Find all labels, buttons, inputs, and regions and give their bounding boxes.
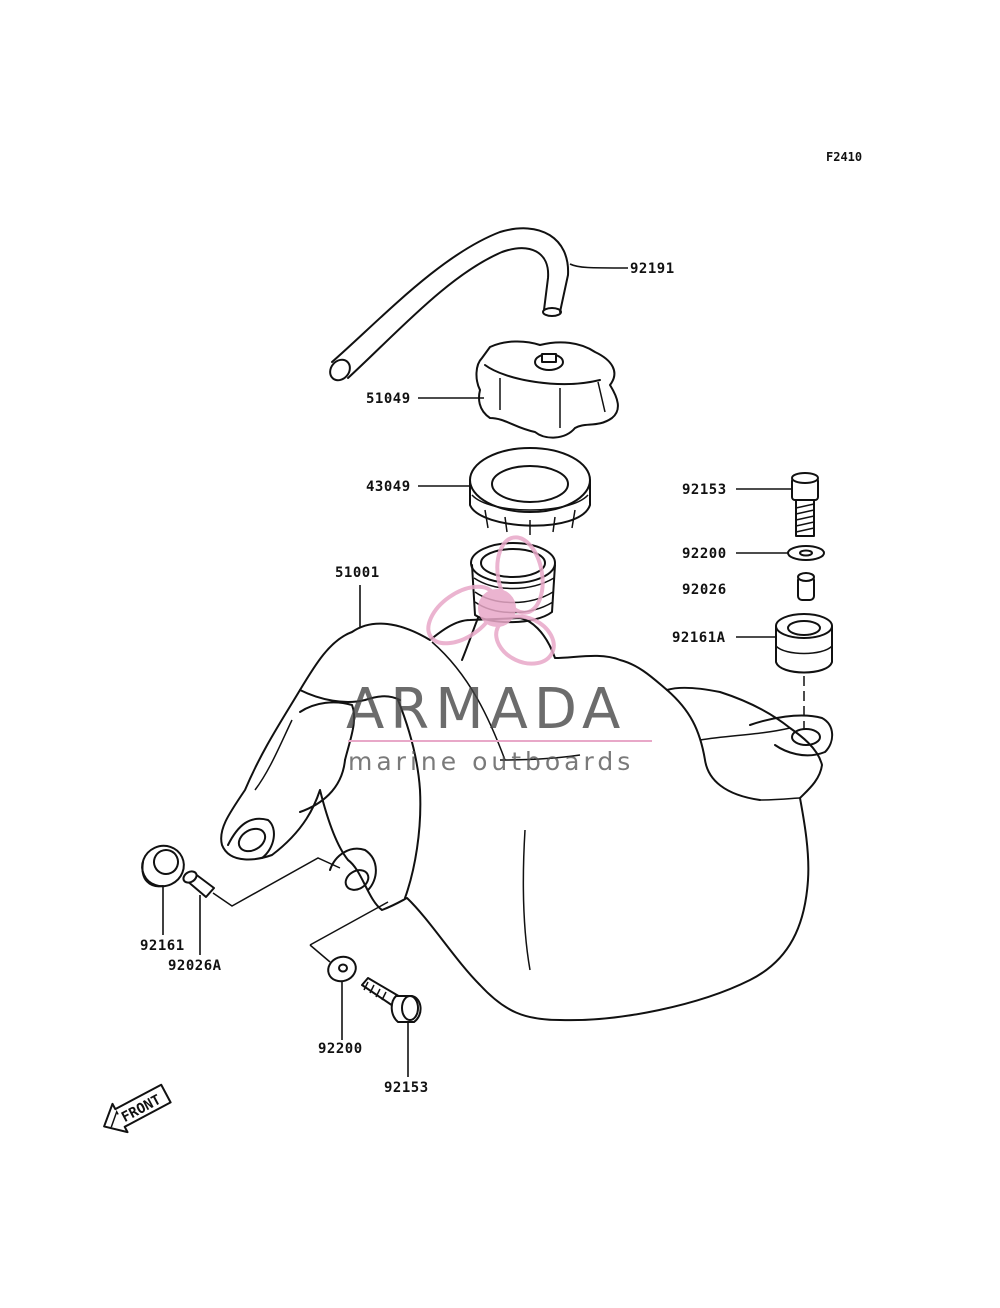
breather-hose-drawing [329, 227, 570, 382]
part-label-92161A: 92161A [672, 630, 726, 646]
left-lower-axis-2 [309, 944, 331, 963]
part-label-92153-right: 92153 [682, 482, 727, 498]
watermark-subtitle: marine outboards [348, 747, 634, 776]
cap-gasket-drawing [469, 447, 591, 535]
right-collar-drawing [797, 572, 815, 601]
fuel-cap-drawing [475, 340, 619, 439]
part-label-43049: 43049 [366, 479, 411, 495]
part-label-92191: 92191 [630, 261, 675, 277]
part-label-51049: 51049 [366, 391, 411, 407]
part-label-92200-right: 92200 [682, 546, 727, 562]
part-label-92026: 92026 [682, 582, 727, 598]
front-direction-arrow: FRONT [103, 1083, 172, 1134]
part-label-51001: 51001 [335, 565, 380, 581]
propeller-logo-icon [426, 535, 556, 666]
diagram-code: F2410 [826, 150, 862, 164]
part-label-92026A: 92026A [168, 958, 222, 974]
fuel-tank-drawing [220, 542, 834, 1022]
right-washer-drawing [787, 545, 825, 561]
left-bolt-drawing [361, 977, 422, 1023]
leader-lines [162, 263, 792, 1077]
part-label-92200-left: 92200 [318, 1041, 363, 1057]
armada-watermark: ARMADA marine outboards [346, 535, 652, 776]
left-washer-drawing [327, 955, 357, 983]
part-label-92153-left: 92153 [384, 1080, 429, 1096]
right-damper-drawing [775, 613, 833, 674]
left-collar-drawing [182, 870, 215, 898]
watermark-title: ARMADA [346, 677, 626, 742]
left-lower-axis [309, 901, 389, 946]
front-label: FRONT [119, 1092, 164, 1126]
right-bolt-drawing [791, 472, 819, 537]
left-mount-axis [212, 857, 341, 907]
left-damper-drawing [141, 844, 185, 888]
part-label-92161: 92161 [140, 938, 185, 954]
